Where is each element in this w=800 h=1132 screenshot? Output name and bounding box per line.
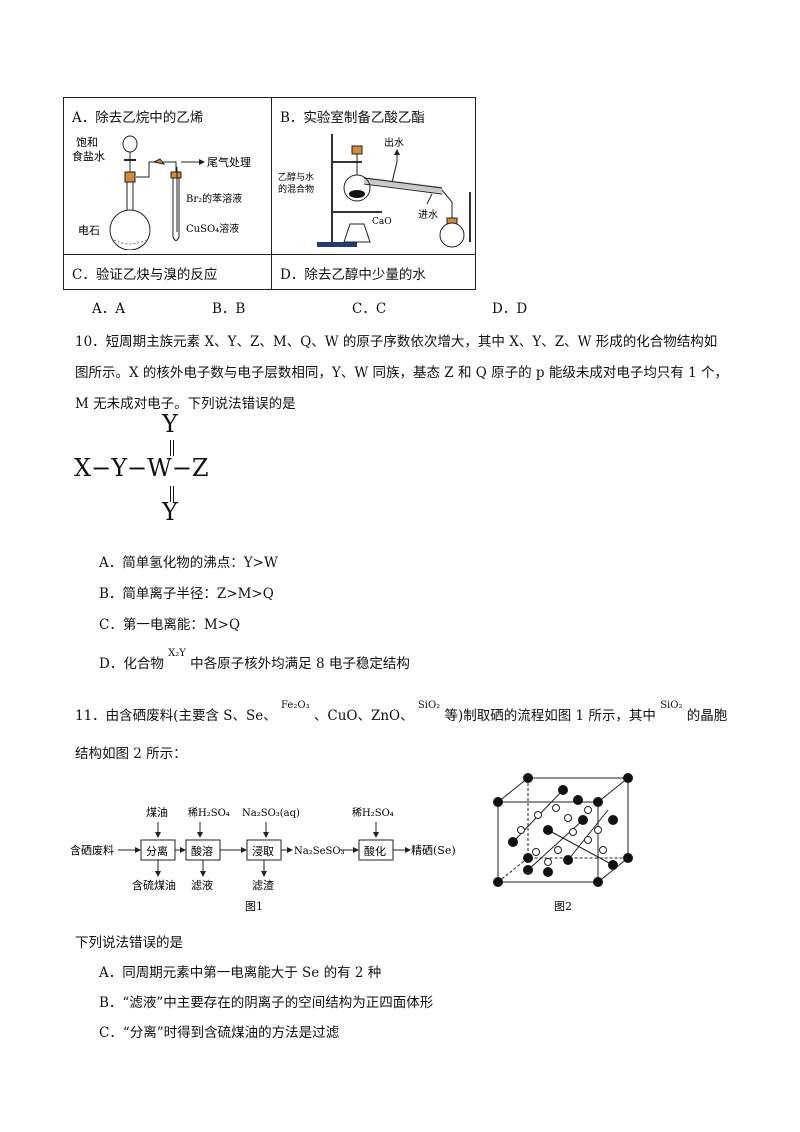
flow-out-filtrate: 滤液: [191, 878, 213, 892]
label-water-in: 进水: [418, 209, 438, 221]
option-c-label: C．验证乙炔与溴的反应: [72, 267, 218, 283]
experiment-table: A．除去乙烷中的乙烯: [63, 97, 476, 290]
structure-bottom-y: Y: [162, 498, 178, 526]
label-mixture-1: 乙醇与水: [278, 171, 314, 183]
double-bond-bottom: [170, 486, 174, 502]
flow-out-residue: 滤渣: [252, 878, 274, 892]
q11-stem-pre: 11．由含硒废料(主要含 S、Se、: [75, 708, 277, 724]
flow-box-separate: 分离: [146, 844, 168, 858]
q11-option-b[interactable]: B．“滤液”中主要存在的阴离子的空间结构为正四面体形: [99, 995, 434, 1011]
flow-intermediate: Na₂SeSO₃: [294, 846, 345, 857]
cell-b: B．实验室制备乙酸乙酯: [271, 97, 476, 255]
q11-prompt: 下列说法错误的是: [75, 935, 183, 951]
figure2-caption: 图2: [554, 900, 572, 913]
flow-box-acid-dissolve: 酸溶: [191, 844, 213, 858]
label-brine: 食盐水: [72, 149, 105, 163]
flow-out-kerosene: 含硫煤油: [132, 878, 176, 892]
q10-option-b[interactable]: B．简单离子半径：Z>M>Q: [99, 586, 274, 602]
label-br2: Br₂的苯溶液: [186, 192, 242, 205]
flow-output: 精硒(Se): [411, 844, 456, 857]
figure1-caption: 图1: [245, 900, 263, 913]
structure-row: X−Y−W−Z: [74, 454, 209, 482]
label-tail-gas: 尾气处理: [207, 155, 251, 169]
label-water-out: 出水: [384, 136, 404, 149]
figure1-flowchart: 煤油 稀H₂SO₄ Na₂SO₃(aq) 稀H₂SO₄ 含硒废料 分离 酸溶 浸…: [70, 805, 456, 913]
label-cuso4: CuSO₄溶液: [186, 222, 239, 235]
q11-option-a[interactable]: A．同周期元素中第一电离能大于 Se 的有 2 种: [99, 965, 382, 981]
label-saturated: 饱和: [76, 135, 98, 149]
figure2-crystal-cell: 图2: [493, 773, 633, 913]
option-a-label: A．除去乙烷中的乙烯: [72, 110, 204, 126]
reagent-h2so4-b: 稀H₂SO₄: [352, 806, 394, 819]
q11-stem-mid: 、CuO、ZnO、: [313, 708, 414, 724]
q11-formula-sio2-a: SiO₂: [417, 700, 441, 711]
q10-stem-1: 10．短周期主族元素 X、Y、Z、M、Q、W 的原子序数依次增大，其中 X、Y、…: [75, 334, 718, 350]
apparatus-b-diagram: 出水 乙醇与水 的混合物 CaO 进水: [278, 134, 471, 248]
reagent-kerosene: 煤油: [146, 805, 168, 819]
label-cao: CaO: [372, 217, 392, 227]
structure-top-y: Y: [162, 410, 178, 438]
q10-option-d-post: 中各原子核外均满足 8 电子稳定结构: [190, 656, 410, 672]
reagent-na2so3: Na₂SO₃(aq): [242, 808, 300, 819]
flow-box-acidify: 酸化: [364, 844, 386, 858]
label-carbide: 电石: [78, 224, 100, 237]
q10-option-d-formula: X₂Y: [168, 648, 186, 659]
q11-formula-sio2-b: SiO₂: [660, 700, 683, 711]
q11-stem-1: 11．由含硒废料(主要含 S、Se、 Fe₂O₃ 、CuO、ZnO、 SiO₂ …: [75, 700, 728, 724]
flow-box-leach: 浸取: [252, 845, 274, 858]
q10-stem-2: 图所示。X 的核外电子数与电子层数相同，Y、W 同族，基态 Z 和 Q 原子的 …: [75, 365, 728, 381]
q10-option-d-pre: D．化合物: [99, 656, 164, 672]
q10-option-d[interactable]: D．化合物 X₂Y 中各原子核外均满足 8 电子稳定结构: [99, 648, 410, 672]
apparatus-a-diagram: 饱和 食盐水 尾气处理 Br₂的苯溶液 电石 CuSO₄溶液: [72, 135, 251, 251]
flow-input: 含硒废料: [70, 843, 114, 857]
q9-choice-b[interactable]: B．B: [212, 301, 246, 317]
q10-option-c[interactable]: C．第一电离能：M>Q: [99, 617, 241, 633]
q9-choice-d[interactable]: D．D: [492, 301, 528, 317]
cell-d: D．除去乙醇中少量的水: [271, 254, 476, 290]
option-d-label: D．除去乙醇中少量的水: [280, 267, 426, 283]
cell-a: A．除去乙烷中的乙烯: [63, 97, 272, 255]
cell-c: C．验证乙炔与溴的反应: [63, 254, 272, 290]
option-b-label: B．实验室制备乙酸乙酯: [280, 110, 425, 126]
double-bond-top: [170, 440, 174, 456]
q9-choice-a[interactable]: A．A: [92, 301, 125, 317]
q11-formula-fe2o3: Fe₂O₃: [281, 700, 310, 711]
q11-option-c[interactable]: C．“分离”时得到含硫煤油的方法是过滤: [99, 1025, 340, 1041]
q10-stem-3: M 无未成对电子。下列说法错误的是: [75, 396, 296, 412]
q11-stem-post: 的晶胞: [686, 708, 728, 724]
reagent-h2so4-a: 稀H₂SO₄: [188, 806, 230, 819]
q10-structure: Y X−Y−W−Z Y: [74, 410, 244, 530]
q9-choice-c[interactable]: C．C: [352, 301, 387, 317]
q11-stem-2: 结构如图 2 所示：: [75, 746, 187, 762]
label-mixture-2: 的混合物: [278, 183, 314, 195]
q11-stem-mid2: 等)制取硒的流程如图 1 所示，其中: [444, 708, 656, 724]
q10-option-a[interactable]: A．简单氢化物的沸点：Y>W: [99, 555, 278, 571]
